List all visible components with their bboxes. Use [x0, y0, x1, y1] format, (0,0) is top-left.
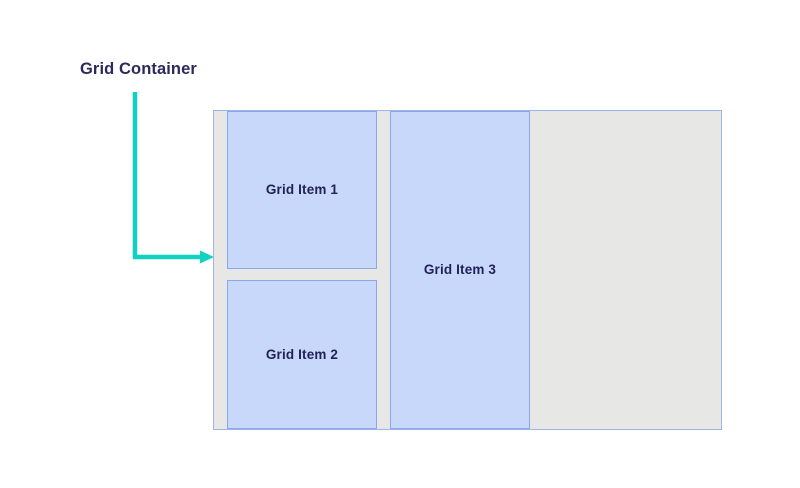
grid-item-3-label: Grid Item 3 — [423, 262, 497, 278]
grid-item-1[interactable]: Grid Item 1 — [227, 111, 377, 269]
grid-item-3[interactable]: Grid Item 3 — [390, 111, 530, 429]
grid-item-1-label: Grid Item 1 — [265, 182, 339, 198]
grid-column-2: Grid Item 3 — [390, 111, 530, 429]
grid-column-1: Grid Item 1 Grid Item 2 — [227, 111, 377, 429]
grid-empty-track — [530, 111, 721, 429]
grid-column-gap — [377, 111, 390, 429]
grid-item-2[interactable]: Grid Item 2 — [227, 280, 377, 429]
grid-container: Grid Item 1 Grid Item 2 Grid Item 3 — [213, 110, 722, 430]
grid-item-2-label: Grid Item 2 — [265, 346, 339, 362]
grid-container-annotation-label: Grid Container — [80, 60, 197, 78]
